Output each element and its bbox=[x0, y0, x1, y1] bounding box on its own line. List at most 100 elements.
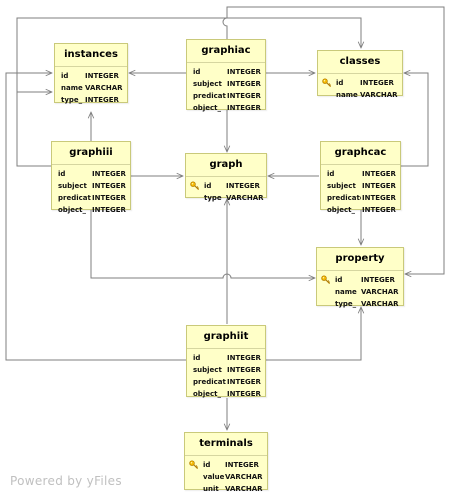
column-type: INTEGER bbox=[85, 72, 119, 80]
column-type: INTEGER bbox=[226, 182, 260, 190]
column-type: INTEGER bbox=[227, 390, 261, 398]
column-type: INTEGER bbox=[85, 96, 119, 104]
column-name: id bbox=[58, 170, 66, 178]
column-name: id bbox=[204, 182, 212, 190]
column-type: INTEGER bbox=[92, 182, 126, 190]
table-title: graphiit bbox=[187, 326, 265, 349]
table-title: terminals bbox=[185, 433, 267, 456]
edge-graphiac-property bbox=[222, 6, 445, 274]
edge-graphiii-property bbox=[90, 210, 315, 278]
column-type: INTEGER bbox=[227, 378, 261, 386]
column-row: subject INTEGER bbox=[52, 180, 130, 192]
column-type: INTEGER bbox=[92, 170, 126, 178]
column-type: INTEGER bbox=[362, 194, 396, 202]
column-type: INTEGER bbox=[361, 276, 395, 284]
column-name: name bbox=[61, 84, 83, 92]
column-row: id INTEGER bbox=[55, 70, 127, 82]
edge-graphiit-property bbox=[266, 307, 361, 361]
table-title: graphcac bbox=[321, 142, 400, 165]
table-property[interactable]: property id INTEGER name VARCHAR type_VARCHA… bbox=[316, 247, 404, 308]
column-type: INTEGER bbox=[227, 80, 261, 88]
column-name: predicate bbox=[193, 92, 226, 100]
column-row: object_ INTEGER bbox=[187, 388, 265, 400]
column-type: INTEGER bbox=[362, 170, 396, 178]
column-name: id bbox=[193, 354, 201, 362]
column-name: subject bbox=[193, 80, 222, 88]
column-type: INTEGER bbox=[362, 182, 396, 190]
column-row: id INTEGER bbox=[318, 77, 402, 89]
table-title: instances bbox=[55, 44, 127, 67]
column-name: subject bbox=[327, 182, 356, 190]
column-type: INTEGER bbox=[362, 206, 396, 214]
column-type: INTEGER bbox=[227, 92, 261, 100]
column-name: object_ bbox=[193, 104, 221, 112]
column-row: type_VARCHAR bbox=[317, 298, 403, 310]
column-name: subject bbox=[193, 366, 222, 374]
column-type: VARCHAR bbox=[226, 194, 264, 202]
column-type: VARCHAR bbox=[85, 84, 123, 92]
column-row: id INTEGER bbox=[186, 180, 266, 192]
column-row: id INTEGER bbox=[52, 168, 130, 180]
column-name: object_ bbox=[193, 390, 221, 398]
column-name: id bbox=[336, 79, 344, 87]
edge-graphiii-classes bbox=[16, 17, 361, 167]
column-row: subject INTEGER bbox=[187, 364, 265, 376]
column-row: id INTEGER bbox=[185, 459, 267, 471]
column-name: predicate bbox=[327, 194, 361, 202]
column-type: INTEGER bbox=[227, 104, 261, 112]
column-name: name bbox=[336, 91, 358, 99]
column-name: predicate bbox=[193, 378, 226, 386]
key-icon bbox=[321, 275, 331, 285]
column-name: name bbox=[335, 288, 357, 296]
column-name: id bbox=[335, 276, 343, 284]
column-name: object_ bbox=[327, 206, 355, 214]
column-type: VARCHAR bbox=[225, 473, 263, 481]
column-type: INTEGER bbox=[225, 461, 259, 469]
column-type: INTEGER bbox=[227, 366, 261, 374]
column-row: object_ INTEGER bbox=[187, 102, 265, 114]
column-name: predicate bbox=[58, 194, 91, 202]
column-type: VARCHAR bbox=[360, 91, 398, 99]
edge-graphiit-instances bbox=[5, 73, 186, 361]
watermark: Powered by yFiles bbox=[10, 474, 122, 488]
column-type: INTEGER bbox=[360, 79, 394, 87]
edge-graphcac-classes bbox=[401, 73, 429, 167]
column-row: name VARCHAR bbox=[317, 286, 403, 298]
column-name: id bbox=[61, 72, 69, 80]
column-row: object_INTEGER bbox=[52, 204, 130, 216]
column-name: type_ bbox=[335, 300, 357, 308]
key-icon bbox=[190, 181, 200, 191]
table-title: property bbox=[317, 248, 403, 271]
column-type: INTEGER bbox=[92, 194, 126, 202]
column-type: INTEGER bbox=[227, 68, 261, 76]
table-title: graph bbox=[186, 154, 266, 177]
column-row: subject INTEGER bbox=[187, 78, 265, 90]
column-name: type_ bbox=[61, 96, 83, 104]
column-row: subject INTEGER bbox=[321, 180, 400, 192]
column-name: subject bbox=[58, 182, 87, 190]
key-icon bbox=[189, 460, 199, 470]
column-type: VARCHAR bbox=[361, 288, 399, 296]
column-name: id bbox=[203, 461, 211, 469]
column-row: type_INTEGER bbox=[55, 94, 127, 106]
column-name: id bbox=[327, 170, 335, 178]
column-row: object_ INTEGER bbox=[321, 204, 400, 216]
